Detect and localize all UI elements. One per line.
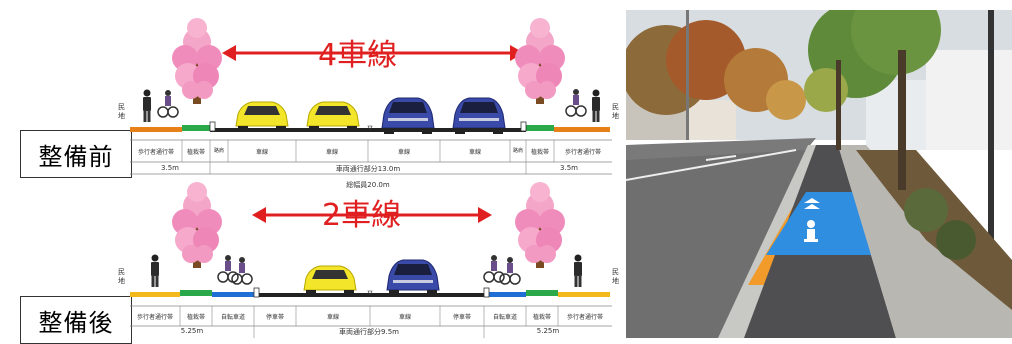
before-seg-6: 車線	[468, 149, 481, 156]
before-total-width: 総幅員20.0m	[346, 181, 390, 189]
after-seg-5: 車線	[398, 314, 411, 321]
before-seg-5: 車線	[397, 149, 410, 156]
before-label: 整備前	[20, 130, 132, 178]
after-side-width-left: 5.25m	[180, 327, 204, 335]
after-seg-3: 停車帯	[265, 314, 284, 321]
before-seg-2: 路肩	[213, 148, 224, 154]
after-seg-4: 車線	[326, 314, 339, 321]
after-seg-1: 植栽帯	[186, 314, 205, 321]
before-seg-1: 植栽帯	[186, 149, 205, 156]
before-lane-title: 4車線	[318, 38, 398, 73]
after-minchi-right: 民地	[612, 268, 619, 285]
after-minchi-left: 民地	[118, 268, 125, 285]
after-seg-0: 歩行者通行帯	[136, 314, 173, 321]
before-minchi-left: 民地	[118, 103, 125, 120]
street-photo	[626, 10, 1012, 338]
before-seg-4: 車線	[325, 149, 338, 156]
cross-section-diagram: 整備前 整備後	[20, 18, 619, 344]
after-center-width: 車両通行部分9.5m	[339, 328, 399, 336]
before-seg-7: 路肩	[512, 148, 523, 154]
after-seg-6: 停車帯	[452, 314, 471, 321]
after-seg-9: 歩行者通行帯	[566, 314, 603, 321]
before-seg-0: 歩行者通行帯	[137, 149, 174, 156]
diagram-graphics	[130, 18, 612, 338]
before-side-width-right: 3.5m	[560, 164, 578, 172]
after-side-width-right: 5.25m	[536, 327, 560, 335]
after-seg-2: 自転車道	[220, 314, 245, 321]
before-side-width-left: 3.5m	[161, 164, 179, 172]
after-lane-title: 2車線	[322, 198, 402, 233]
before-center-width: 車両通行部分13.0m	[335, 165, 401, 173]
street-photo-illustration	[626, 10, 1012, 338]
before-seg-8: 植栽帯	[530, 149, 549, 156]
after-seg-8: 植栽帯	[532, 314, 551, 321]
after-seg-7: 自転車道	[492, 314, 517, 321]
before-minchi-right: 民地	[612, 103, 619, 120]
before-seg-9: 歩行者通行帯	[564, 149, 601, 156]
before-seg-3: 車線	[255, 149, 268, 156]
